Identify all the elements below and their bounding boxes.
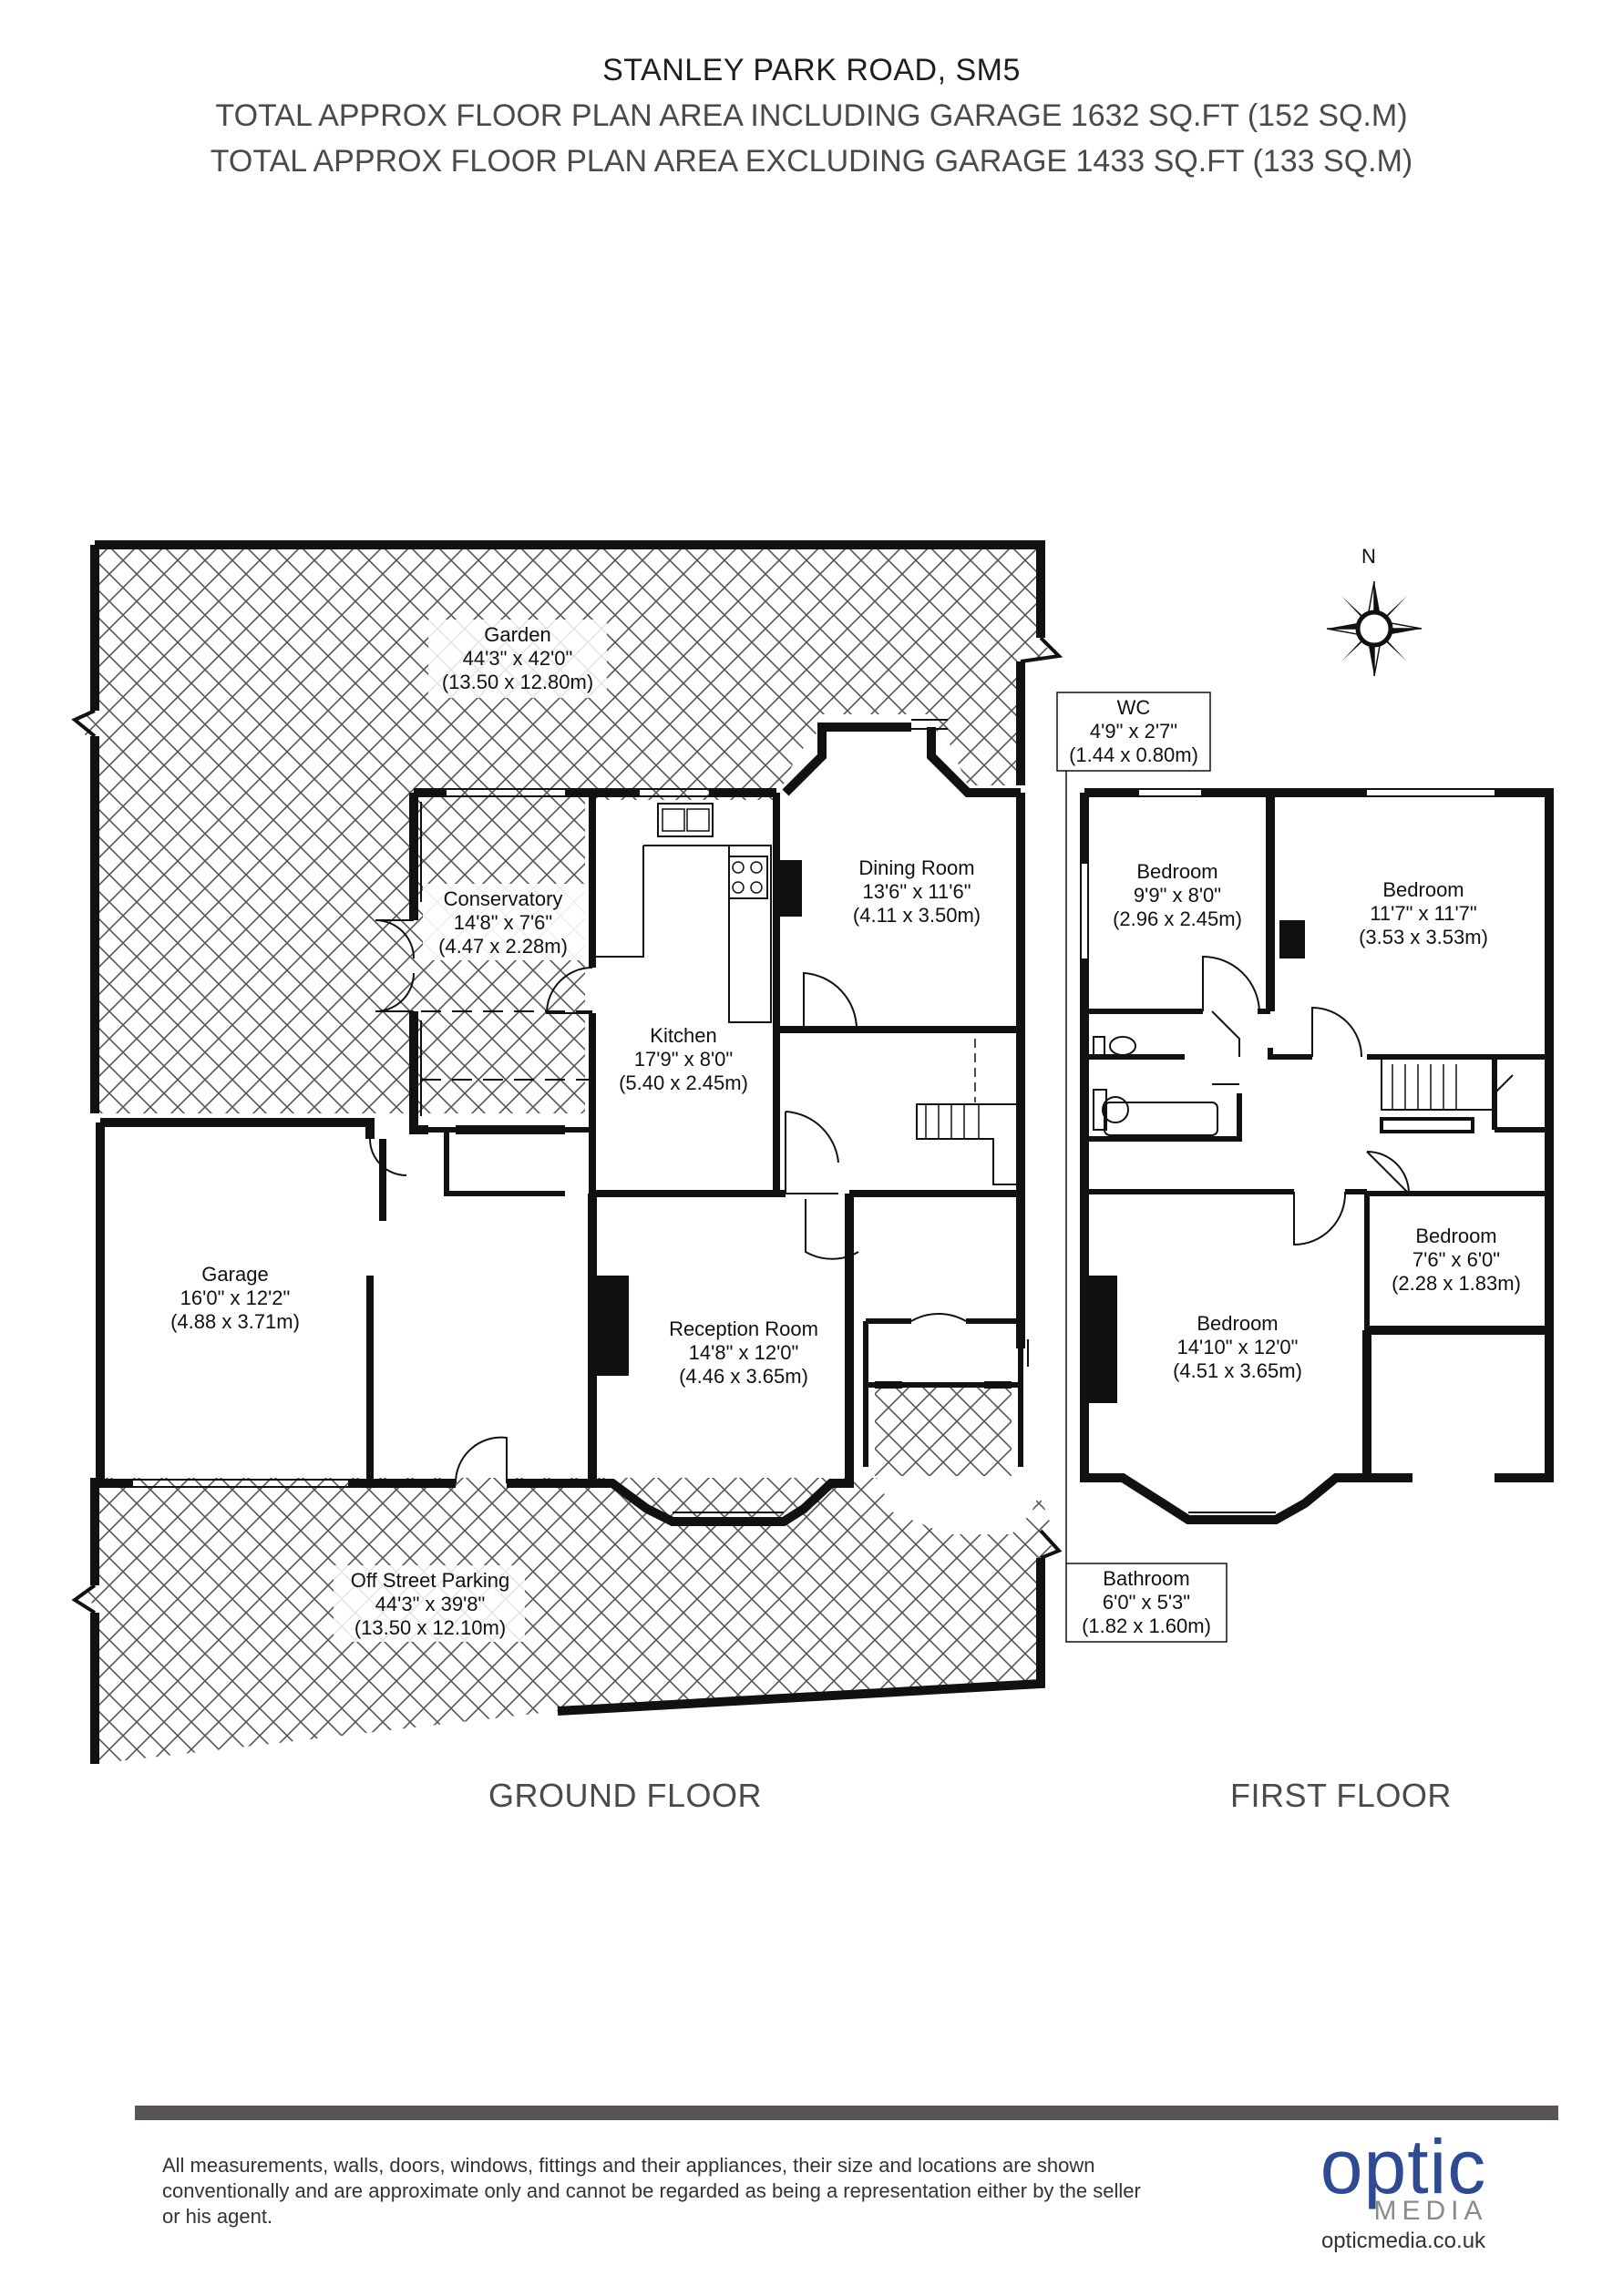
parking-imperial: 44'3" x 39'8": [375, 1593, 486, 1615]
ground-floor-walls: [96, 719, 1029, 1526]
bedroom-3-metric: (3.53 x 3.53m): [1359, 926, 1488, 948]
bathroom-name: Bathroom: [1103, 1567, 1189, 1590]
optic-media-logo: optic MEDIA opticmedia.co.uk: [1285, 2124, 1522, 2254]
wc-name: WC: [1117, 696, 1151, 719]
garage-metric: (4.88 x 3.71m): [170, 1310, 300, 1333]
compass-rose: [1326, 580, 1423, 677]
ground-floor-label: GROUND FLOOR: [488, 1777, 763, 1814]
bedroom-2-name: Bedroom: [1136, 860, 1217, 883]
garden-name: Garden: [484, 623, 550, 646]
bedroom-4-name: Bedroom: [1415, 1225, 1496, 1247]
bedroom-2-label: Bedroom 9'9" x 8'0" (2.96 x 2.45m): [1113, 860, 1242, 930]
bedroom-1-label: Bedroom 14'10" x 12'0" (4.51 x 3.65m): [1173, 1312, 1302, 1382]
bedroom-1-metric: (4.51 x 3.65m): [1173, 1359, 1302, 1382]
bathroom-metric: (1.82 x 1.60m): [1082, 1614, 1211, 1637]
reception-room-imperial: 14'8" x 12'0": [689, 1341, 799, 1364]
wc-imperial: 4'9" x 2'7": [1090, 720, 1177, 743]
footer-divider-bar: [135, 2106, 1558, 2120]
bedroom-1-imperial: 14'10" x 12'0": [1177, 1336, 1299, 1358]
garden-area: [71, 540, 1063, 1113]
reception-room-label: Reception Room 14'8" x 12'0" (4.46 x 3.6…: [669, 1317, 818, 1388]
conservatory-name: Conservatory: [444, 887, 563, 910]
bedroom-4-label: Bedroom 7'6" x 6'0" (2.28 x 1.83m): [1392, 1225, 1521, 1295]
dining-room-name: Dining Room: [858, 856, 974, 879]
kitchen-label: Kitchen 17'9" x 8'0" (5.40 x 2.45m): [619, 1024, 748, 1094]
kitchen-imperial: 17'9" x 8'0": [634, 1048, 733, 1071]
dining-room-metric: (4.11 x 3.50m): [853, 904, 981, 927]
wc-metric: (1.44 x 0.80m): [1069, 743, 1198, 766]
garage-label: Garage 16'0" x 12'2" (4.88 x 3.71m): [170, 1263, 300, 1333]
bathroom-imperial: 6'0" x 5'3": [1103, 1591, 1190, 1614]
bathroom-label: Bathroom 6'0" x 5'3" (1.82 x 1.60m): [1082, 1567, 1211, 1637]
kitchen-metric: (5.40 x 2.45m): [619, 1071, 748, 1094]
dining-room-imperial: 13'6" x 11'6": [862, 880, 971, 903]
bedroom-4-imperial: 7'6" x 6'0": [1412, 1248, 1500, 1271]
parking-area: [71, 1385, 1063, 1764]
bedroom-4-metric: (2.28 x 1.83m): [1392, 1272, 1521, 1295]
reception-room-name: Reception Room: [669, 1317, 818, 1340]
kitchen-name: Kitchen: [650, 1024, 716, 1047]
bathroom-label-box: [1065, 1563, 1228, 1643]
logo-wordmark: optic: [1320, 2124, 1487, 2209]
area-including-garage: TOTAL APPROX FLOOR PLAN AREA INCLUDING G…: [215, 98, 1408, 133]
first-floor-walls: [1065, 700, 1554, 1563]
reception-room-metric: (4.46 x 3.65m): [679, 1365, 808, 1388]
garden-label: Garden 44'3" x 42'0" (13.50 x 12.80m): [428, 620, 607, 698]
conservatory-label: Conservatory 14'8" x 7'6" (4.47 x 2.28m): [423, 884, 587, 960]
bedroom-2-imperial: 9'9" x 8'0": [1134, 884, 1221, 907]
bedroom-3-name: Bedroom: [1382, 878, 1464, 901]
disclaimer-text: All measurements, walls, doors, windows,…: [162, 2154, 1141, 2228]
dining-room-label: Dining Room 13'6" x 11'6" (4.11 x 3.50m): [853, 856, 981, 927]
address-title: STANLEY PARK ROAD, SM5: [602, 53, 1021, 87]
area-excluding-garage: TOTAL APPROX FLOOR PLAN AREA EXCLUDING G…: [210, 144, 1413, 179]
garage-name: Garage: [201, 1263, 268, 1286]
parking-name: Off Street Parking: [351, 1569, 509, 1592]
conservatory-metric: (4.47 x 2.28m): [438, 935, 568, 958]
wc-label: WC 4'9" x 2'7" (1.44 x 0.80m): [1069, 696, 1198, 766]
first-floor-label: FIRST FLOOR: [1230, 1777, 1452, 1814]
wc-label-box: [1056, 692, 1211, 772]
logo-url: opticmedia.co.uk: [1320, 2229, 1486, 2253]
conservatory-imperial: 14'8" x 7'6": [454, 911, 552, 934]
bedroom-2-metric: (2.96 x 2.45m): [1113, 907, 1242, 930]
garden-metric: (13.50 x 12.80m): [442, 671, 593, 693]
bedroom-3-label: Bedroom 11'7" x 11'7" (3.53 x 3.53m): [1359, 878, 1488, 948]
bedroom-1-name: Bedroom: [1197, 1312, 1278, 1335]
parking-metric: (13.50 x 12.10m): [354, 1616, 506, 1639]
logo-subtitle: MEDIA: [1373, 2196, 1488, 2226]
parking-label: Off Street Parking 44'3" x 39'8" (13.50 …: [334, 1565, 525, 1642]
garden-imperial: 44'3" x 42'0": [463, 647, 573, 670]
plan-header: STANLEY PARK ROAD, SM5 TOTAL APPROX FLOO…: [0, 47, 1623, 184]
garage-imperial: 16'0" x 12'2": [180, 1286, 291, 1309]
compass-north-label: N: [1361, 545, 1376, 568]
bedroom-3-imperial: 11'7" x 11'7": [1370, 902, 1476, 925]
